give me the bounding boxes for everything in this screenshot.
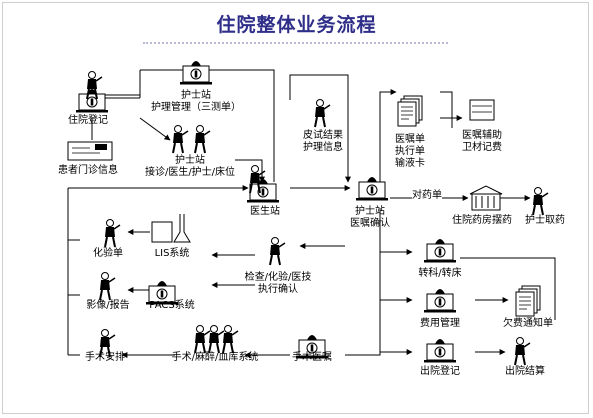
lab-sheet-icon <box>104 218 121 248</box>
label-skin-test: 皮试结果 <box>303 130 343 141</box>
discharge-settle-icon <box>514 336 531 366</box>
label-nurse-mgmt: 护理管理（三测单） <box>151 102 241 113</box>
label-lis: LIS系统 <box>154 248 190 259</box>
label-exam-confirm-1: 检查/化验/医技 <box>244 272 312 283</box>
label-nurse-pick: 护士取药 <box>525 215 565 226</box>
label-pharmacy: 住院药房摆药 <box>452 215 512 226</box>
label-transfer: 转科/转床 <box>418 268 462 279</box>
label-nurse-station-top: 护士站 <box>181 90 211 101</box>
arrears-docs-icon <box>515 285 541 317</box>
skin-test-person-icon <box>314 98 331 128</box>
label-discharge-settle: 出院结算 <box>505 366 545 377</box>
label-surgery-order: 手术医嘱 <box>292 352 332 363</box>
diagram-frame <box>2 2 589 414</box>
label-lab-sheet: 化验单 <box>93 248 123 259</box>
admission-workstation-icon <box>75 70 109 113</box>
label-drug-list: 对药单 <box>412 190 442 202</box>
label-admission-reg: 住院登记 <box>68 115 108 126</box>
label-fee-mgmt: 费用管理 <box>420 318 460 329</box>
title-underline <box>143 42 448 44</box>
label-pacs: PACS系统 <box>149 300 195 311</box>
nurses-reception-icon <box>172 124 211 154</box>
confirm-station-icon <box>355 176 389 201</box>
nurse-pick-icon <box>532 186 549 216</box>
connector-lines <box>67 69 556 358</box>
label-arrears: 欠费通知单 <box>503 318 553 329</box>
page-title: 住院整体业务流程 <box>216 14 377 36</box>
supply-cart-icon <box>469 99 495 121</box>
label-exec-sheet: 执行单 <box>395 146 425 157</box>
label-order-sheets: 医嘱单 <box>395 134 425 145</box>
label-exam-confirm-2: 执行确认 <box>258 284 298 295</box>
label-discharge-reg: 出院登记 <box>420 366 460 377</box>
transfer-station-icon <box>423 238 457 263</box>
label-imaging: 影像/报告 <box>86 300 130 311</box>
nurse-station-top-icon <box>179 60 213 85</box>
surgery-team-icon <box>194 324 239 354</box>
label-nursing-info: 护理信息 <box>303 142 343 153</box>
label-infusion-card: 输液卡 <box>395 158 425 169</box>
label-nurse-station-confirm: 护士站 <box>355 206 385 217</box>
label-outpatient-info: 患者门诊信息 <box>58 165 118 176</box>
label-surgery-schedule: 手术安排 <box>85 352 125 363</box>
label-order-aux: 医嘱辅助 <box>462 130 502 141</box>
exam-person-icon <box>269 236 286 266</box>
order-sheets-icon <box>397 95 423 127</box>
label-sanitary-fee: 卫材记费 <box>462 142 502 153</box>
label-surgery-system: 手术/麻醉/血库系统 <box>171 352 259 363</box>
discharge-station-icon <box>423 338 457 363</box>
imaging-person-icon <box>99 271 116 301</box>
pharmacy-building-icon <box>469 185 503 211</box>
label-order-confirm: 医嘱确认 <box>350 218 390 229</box>
label-nurse-reception: 接诊/医生/护士/床位 <box>144 167 236 178</box>
fee-station-icon <box>423 288 457 313</box>
outpatient-record-icon <box>67 141 113 161</box>
label-nurse-station-mid: 护士站 <box>175 155 205 166</box>
lis-lab-icon <box>151 214 191 243</box>
label-doctor-station: 医生站 <box>250 206 280 217</box>
